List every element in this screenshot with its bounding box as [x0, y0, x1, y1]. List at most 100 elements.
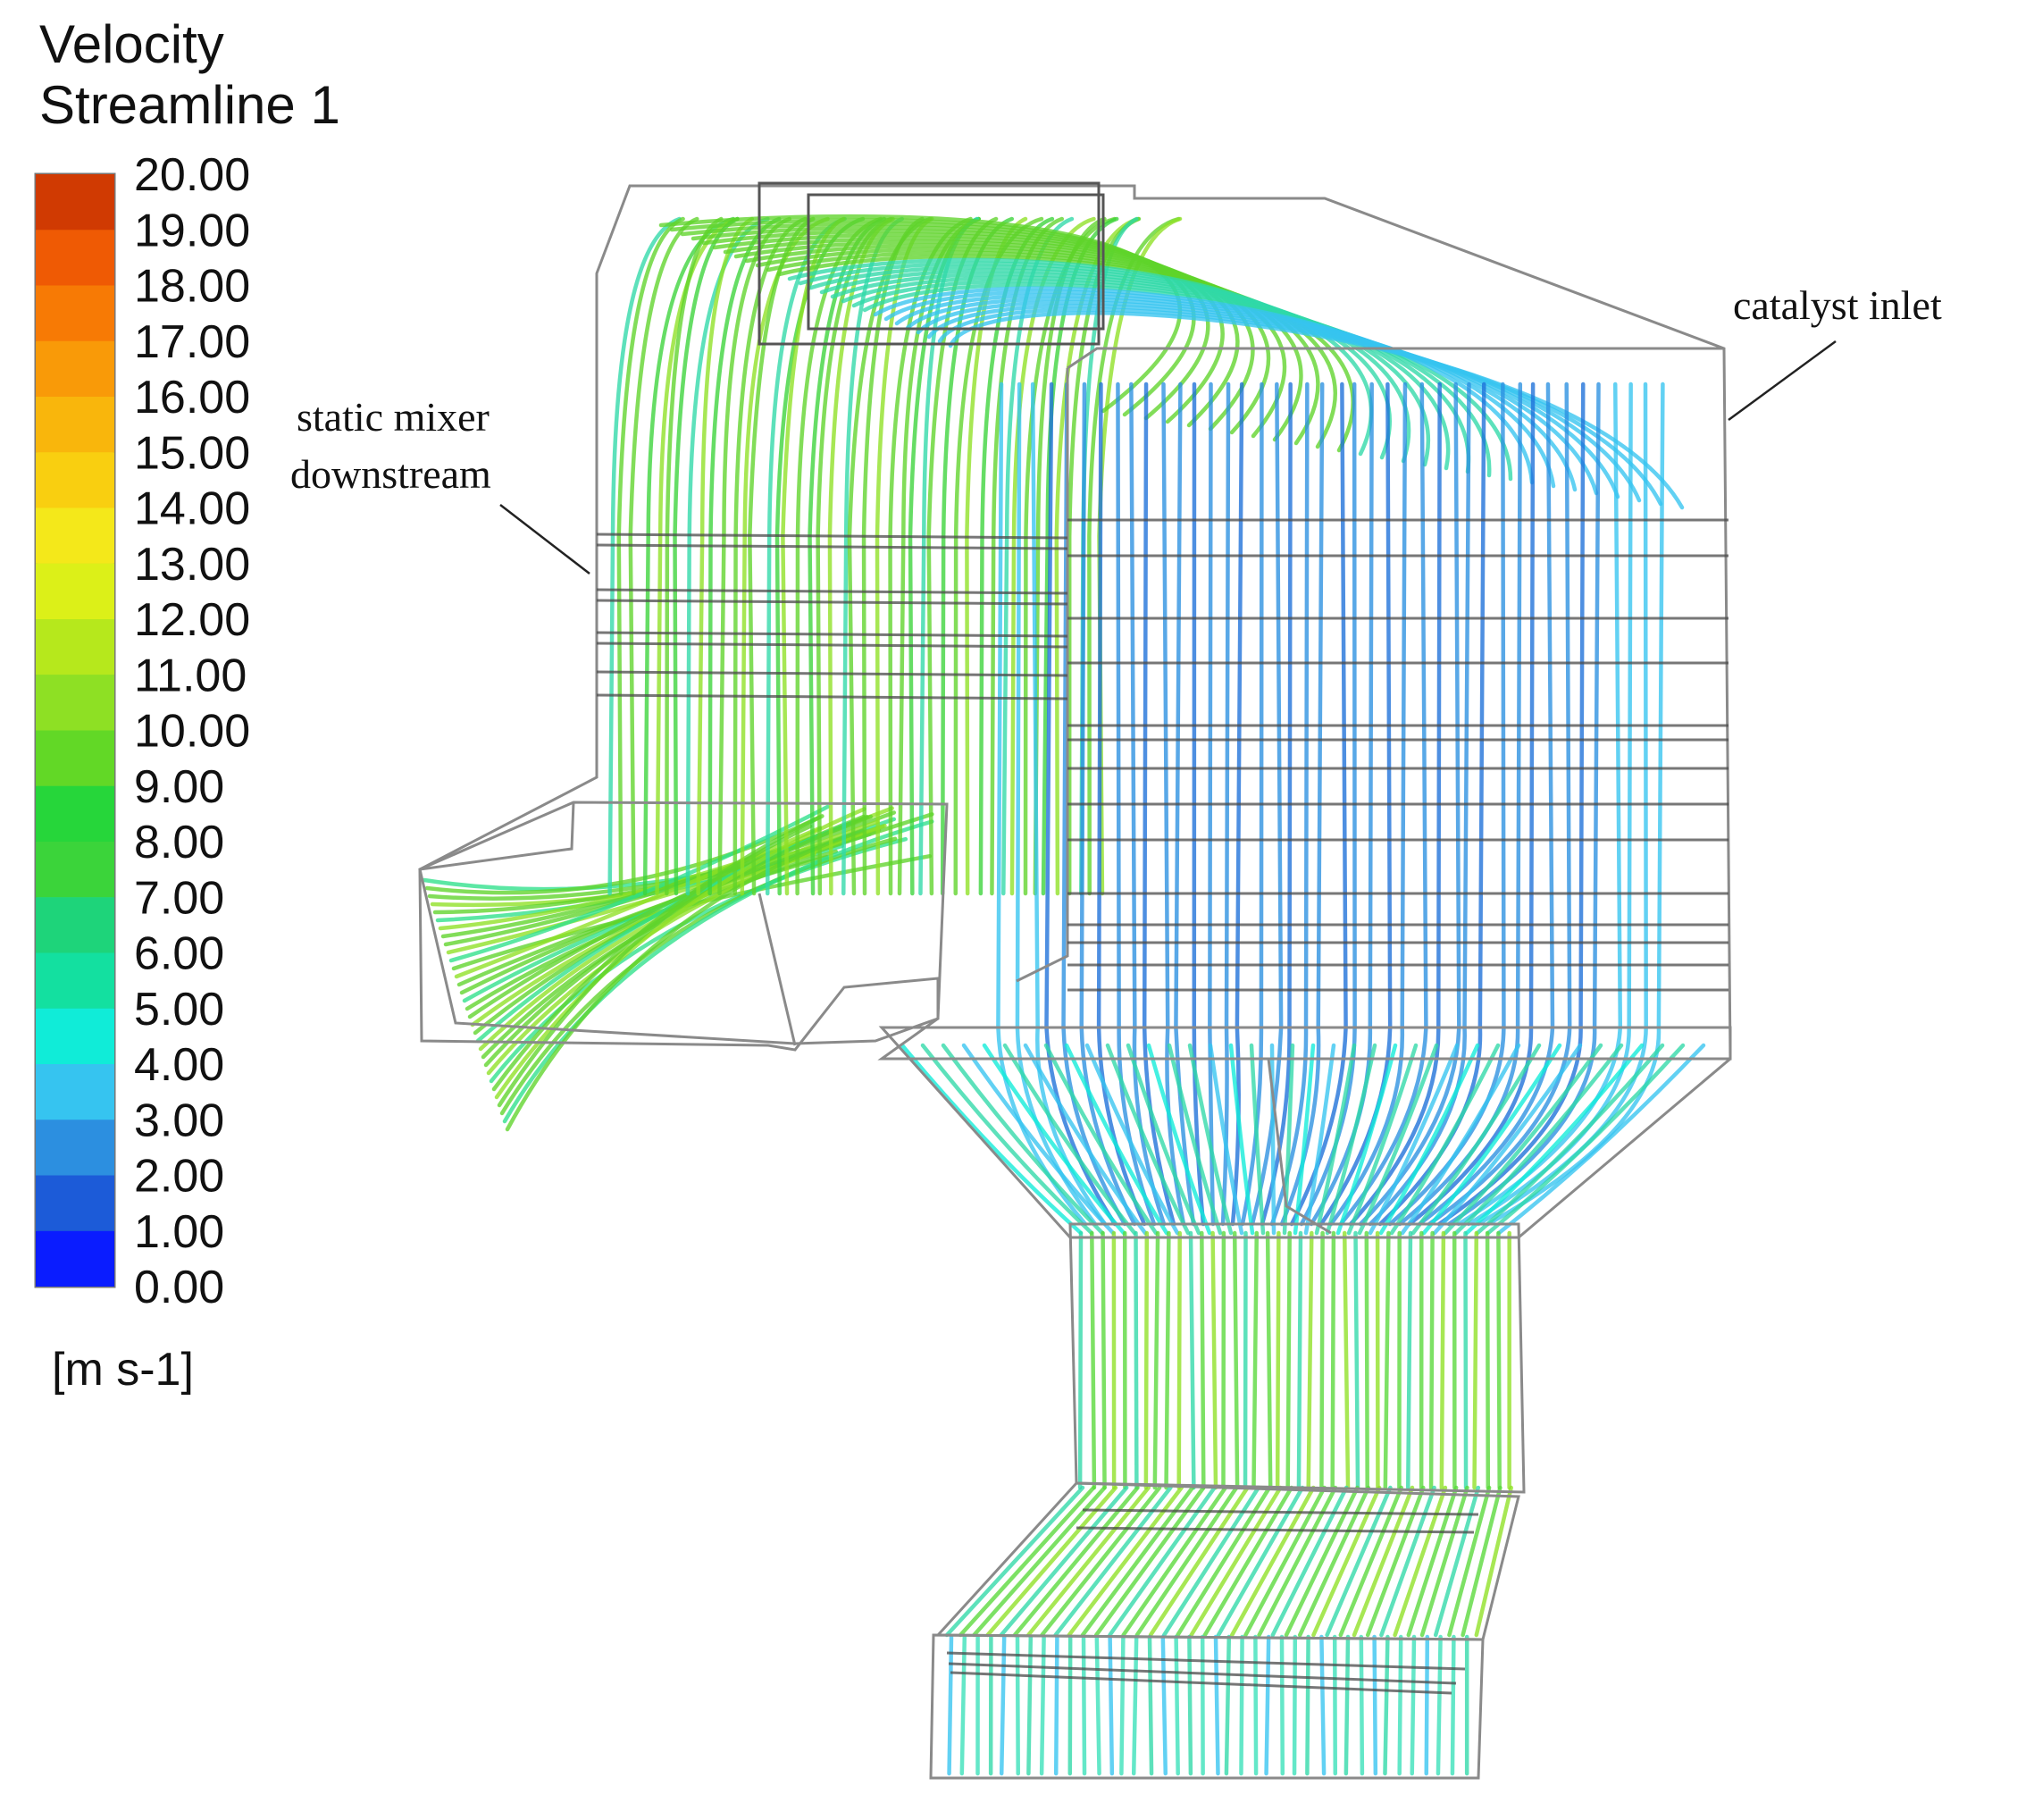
streamline	[1383, 1634, 1390, 1776]
streamline	[1342, 1230, 1351, 1490]
streamline	[1279, 1634, 1285, 1776]
streamline	[1275, 1230, 1281, 1490]
streamline	[1368, 382, 1471, 1227]
colorbar-tick-label: 17.00	[134, 316, 250, 368]
streamline	[1077, 1230, 1084, 1490]
colorbar-band	[36, 285, 114, 341]
streamline	[1314, 1043, 1357, 1236]
colorbar-tick-label: 18.00	[134, 261, 250, 313]
streamline	[982, 1043, 1126, 1236]
colorbar-tick-label: 13.00	[134, 539, 250, 591]
streamline	[1023, 1043, 1148, 1236]
colorbar-tick-label: 14.00	[134, 483, 250, 535]
colorbar-tick-label: 11.00	[134, 650, 247, 701]
streamline	[1456, 382, 1623, 1227]
colorbar-tick-label: 7.00	[134, 872, 224, 924]
streamline	[948, 311, 1685, 510]
streamline	[916, 300, 1620, 499]
streamline	[1474, 1485, 1513, 1638]
streamline	[1090, 1230, 1097, 1490]
mixer-box-b	[807, 193, 1105, 331]
streamline	[1368, 1043, 1460, 1236]
lower-catalyst-line	[1076, 1526, 1475, 1534]
streamline	[827, 216, 895, 896]
streamline	[926, 304, 1642, 503]
colorbar-tick-label: 19.00	[134, 205, 250, 256]
streamline	[1039, 1634, 1046, 1776]
inlet-duct-fold	[419, 801, 575, 871]
streamline	[1285, 1230, 1292, 1490]
streamline	[1189, 1485, 1283, 1638]
annotation-static-mixer-line2: downstream	[290, 451, 491, 497]
mixer-layer-line	[596, 543, 1068, 550]
streamline	[502, 819, 934, 1124]
streamline	[1187, 1043, 1234, 1236]
streamline	[1054, 216, 1141, 896]
streamline	[1192, 382, 1206, 1227]
inlet-duct-fold-2	[758, 893, 797, 1046]
streamline	[1160, 1634, 1168, 1776]
streamline	[1251, 1230, 1260, 1490]
outlet-box-outline	[929, 1633, 1485, 1780]
streamline	[1364, 1230, 1369, 1490]
streamline	[1475, 1043, 1665, 1236]
legend-title-line1: Velocity	[39, 14, 224, 74]
streamline	[1012, 1485, 1140, 1638]
streamline	[1200, 1230, 1206, 1490]
streamline	[1023, 216, 1117, 896]
streamline	[1094, 1634, 1101, 1776]
catalyst-layer-lines	[596, 518, 1728, 1695]
colorbar-tick-label: 9.00	[134, 761, 224, 813]
streamline	[1174, 1634, 1180, 1776]
streamline	[1061, 382, 1127, 1227]
colorbar-tick-label: 4.00	[134, 1039, 224, 1091]
streamline	[1174, 382, 1196, 1227]
streamline	[1033, 216, 1107, 896]
streamline	[1131, 1634, 1139, 1776]
streamline	[961, 1043, 1116, 1236]
streamline	[999, 1634, 1007, 1776]
streamline	[1305, 1634, 1310, 1776]
streamline	[1325, 1043, 1377, 1236]
streamlines	[422, 214, 1706, 1776]
right-top-edge	[1067, 347, 1724, 370]
colorbar-band	[36, 1064, 114, 1120]
annotations: static mixer downstream catalyst inlet	[290, 282, 1942, 575]
streamline	[1064, 1043, 1169, 1236]
streamline	[1146, 1043, 1212, 1236]
streamline	[1428, 1230, 1435, 1490]
streamline	[1025, 1485, 1151, 1638]
streamline	[1433, 1485, 1481, 1638]
streamline	[1439, 1230, 1446, 1490]
streamline	[1299, 382, 1357, 1227]
colorbar-band	[36, 1008, 114, 1064]
colorbar-tick-label: 3.00	[134, 1095, 224, 1146]
streamline	[958, 1485, 1096, 1638]
colorbar-tick-label: 15.00	[134, 427, 250, 479]
lower-duct-outline	[1068, 1222, 1526, 1494]
streamline	[1289, 382, 1348, 1227]
streamline	[1208, 382, 1216, 1227]
streamline	[999, 1485, 1129, 1638]
streamline	[1393, 1485, 1448, 1638]
streamline	[1265, 1230, 1273, 1490]
streamline	[1346, 1043, 1419, 1236]
colorbar-tick-label: 20.00	[134, 149, 250, 201]
streamline	[1249, 1043, 1266, 1236]
streamline	[1084, 1043, 1180, 1236]
streamline	[1232, 1230, 1240, 1490]
colorbar-band	[36, 340, 114, 397]
colorbar-tick-label: 1.00	[134, 1206, 224, 1258]
streamline	[959, 1634, 967, 1776]
streamline	[1239, 1634, 1244, 1776]
outlet-catalyst-line	[948, 1662, 1457, 1685]
colorbar-tick-label: 10.00	[134, 706, 250, 758]
streamline	[1389, 1043, 1501, 1236]
mixer-box-a	[758, 181, 1101, 346]
streamline	[628, 216, 699, 896]
streamline	[1378, 1043, 1480, 1236]
outlet-catalyst-line	[950, 1671, 1452, 1695]
mixer-layer-line	[596, 631, 1068, 638]
streamline	[1292, 1634, 1298, 1776]
